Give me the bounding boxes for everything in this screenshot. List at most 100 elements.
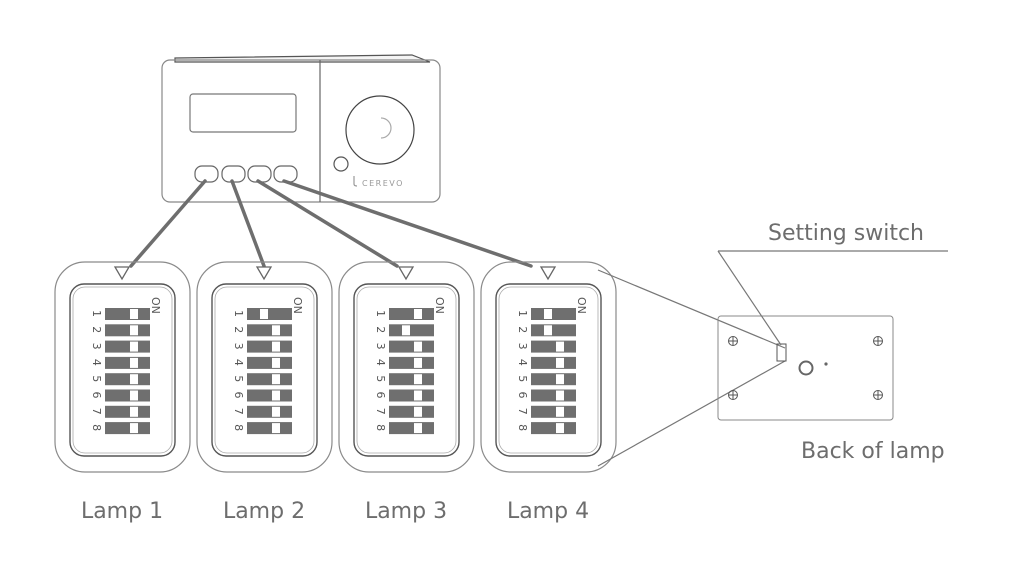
dip-switch[interactable]: 1: [90, 308, 150, 320]
switch-number: 7: [232, 408, 245, 415]
switch-number: 6: [516, 392, 529, 399]
dip-switch-slot: [130, 341, 138, 352]
dip-switch-body: [247, 389, 292, 402]
dip-switch[interactable]: 8: [516, 422, 576, 435]
device-button-1[interactable]: [194, 165, 219, 183]
dip-switch-slot: [544, 325, 552, 336]
dip-switch-body: [389, 373, 434, 386]
dip-switch-slot: [272, 357, 280, 368]
setting-switch[interactable]: [776, 343, 787, 362]
dip-switch-body: [531, 308, 576, 320]
dip-switch-slot: [272, 423, 280, 434]
dip-switch-body: [389, 324, 434, 337]
switch-number: 6: [232, 392, 245, 399]
dip-switch-body: [531, 422, 576, 435]
dip-switch[interactable]: 6: [516, 389, 576, 402]
lamp-inner-outline: [495, 283, 602, 457]
device-button-3[interactable]: [247, 165, 272, 183]
dip-switch-slot: [556, 423, 564, 434]
lamp-inner-shadow: [498, 286, 599, 454]
indicator-dot: [824, 362, 828, 366]
device-body: [161, 59, 441, 203]
dip-switch[interactable]: 7: [516, 405, 576, 418]
dip-switch-body: [247, 373, 292, 386]
dip-switch[interactable]: 3: [90, 340, 150, 353]
dip-switch[interactable]: 2: [374, 324, 434, 337]
dip-switch-slot: [414, 357, 422, 368]
dip-switch-slot: [260, 309, 268, 319]
dip-switch[interactable]: 2: [516, 324, 576, 337]
dip-switch-slot: [272, 374, 280, 385]
dip-switch[interactable]: 3: [374, 340, 434, 353]
back-plate: [717, 315, 894, 421]
dip-switch-slot: [414, 390, 422, 401]
dip-switch[interactable]: 6: [232, 389, 292, 402]
dip-switch[interactable]: 5: [374, 373, 434, 386]
switch-number: 8: [90, 424, 103, 431]
dip-switch-slot: [414, 341, 422, 352]
dip-switch[interactable]: 7: [232, 405, 292, 418]
dip-switch-slot: [414, 309, 422, 319]
lamp-label: Lamp 2: [223, 499, 305, 524]
dip-switch[interactable]: 6: [374, 389, 434, 402]
dip-switch[interactable]: 5: [90, 373, 150, 386]
dip-switch-body: [389, 308, 434, 320]
dip-switch[interactable]: 3: [232, 340, 292, 353]
switch-number: 5: [374, 375, 387, 382]
callout-pointer: [717, 250, 782, 346]
switch-number: 6: [374, 392, 387, 399]
dip-switch[interactable]: 3: [516, 340, 576, 353]
dip-switch-body: [247, 308, 292, 320]
dip-switch[interactable]: 5: [232, 373, 292, 386]
dip-switch[interactable]: 6: [90, 389, 150, 402]
on-label: ON: [291, 297, 304, 314]
dip-switch-body: [105, 356, 150, 369]
dip-switch-slot: [556, 341, 564, 352]
lamp-outer-outline: [338, 261, 475, 473]
dip-switch-slot: [272, 341, 280, 352]
dip-switch[interactable]: 1: [516, 308, 576, 320]
triangle-marker-icon: [539, 266, 557, 281]
device-button-4[interactable]: [273, 165, 298, 183]
controller-device: [161, 54, 441, 203]
dip-switch[interactable]: 4: [374, 356, 434, 369]
dip-switch[interactable]: 1: [374, 308, 434, 320]
switch-number: 4: [232, 359, 245, 366]
dip-switch[interactable]: 5: [516, 373, 576, 386]
dip-switch[interactable]: 2: [90, 324, 150, 337]
connection-line-1: [129, 179, 207, 268]
dip-switch-body: [105, 308, 150, 320]
dip-switch-body: [531, 373, 576, 386]
device-top-edge: [174, 54, 431, 63]
dip-switch-slot: [272, 325, 280, 336]
dip-switch[interactable]: 4: [516, 356, 576, 369]
lamp-inner-outline: [211, 283, 318, 457]
connection-line-2: [230, 179, 266, 268]
dip-switch[interactable]: 4: [90, 356, 150, 369]
lamp-inner-outline: [69, 283, 176, 457]
on-label: ON: [433, 297, 446, 314]
switch-number: 4: [90, 359, 103, 366]
dip-switch[interactable]: 4: [232, 356, 292, 369]
dip-switch[interactable]: 8: [374, 422, 434, 435]
dip-switch[interactable]: 7: [90, 405, 150, 418]
back-button[interactable]: [798, 360, 814, 376]
device-dial[interactable]: [345, 95, 415, 165]
switch-number: 8: [232, 424, 245, 431]
dip-switch-body: [105, 389, 150, 402]
device-power-button[interactable]: [333, 156, 349, 172]
dip-switch[interactable]: 8: [90, 422, 150, 435]
dip-switch-body: [389, 405, 434, 418]
device-button-2[interactable]: [221, 165, 246, 183]
lamp-inner-shadow: [72, 286, 173, 454]
switch-number: 5: [516, 375, 529, 382]
dip-switch-body: [105, 324, 150, 337]
dip-switch-body: [531, 324, 576, 337]
dip-switch[interactable]: 2: [232, 324, 292, 337]
dip-switch[interactable]: 1: [232, 308, 292, 320]
setting-switch-label: Setting switch: [768, 221, 924, 246]
dip-switch[interactable]: 7: [374, 405, 434, 418]
connection-lines: [129, 179, 533, 268]
dip-switch[interactable]: 8: [232, 422, 292, 435]
